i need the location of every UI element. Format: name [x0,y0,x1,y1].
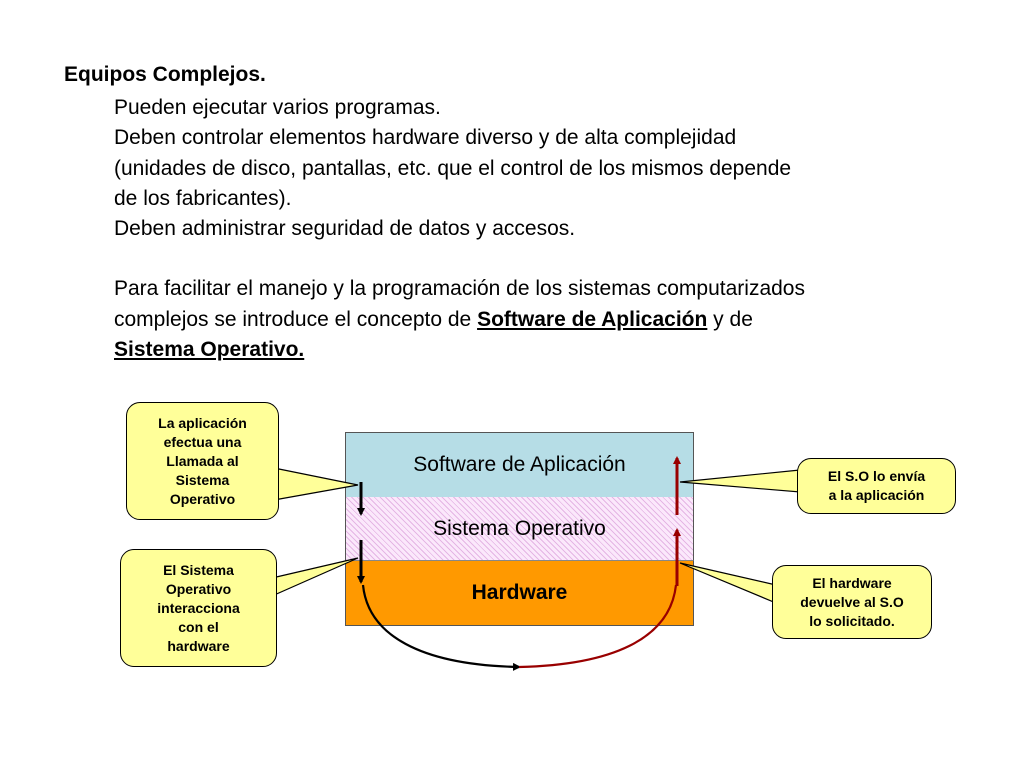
concept-prefix: complejos se introduce el concepto de [114,307,478,331]
paragraph-hardware-control-1: Deben controlar elementos hardware diver… [114,126,737,150]
callout-line: Llamada al [166,452,239,469]
term-software-de-aplicacion: Software de Aplicación [477,307,708,331]
layer-software-de-aplicacion: Software de Aplicación [345,432,694,498]
callout-tail-os-send [679,469,801,493]
callout-hardware-return-text: El hardware devuelve al S.O lo solicitado. [800,574,904,631]
callout-line: hardware [167,637,230,654]
paragraph-concept-2: complejos se introduce el concepto de So… [114,305,974,335]
callout-line: La aplicación [158,414,247,431]
paragraph-concept-3: Sistema Operativo. [114,335,974,365]
callout-line: El hardware [812,574,892,591]
callout-os-send-text: El S.O lo envía a la aplicación [828,467,925,505]
callout-line: El Sistema [163,561,234,578]
slide-heading: Equipos Complejos. [64,63,266,86]
concept-conjunction: y de [707,307,753,331]
callout-hardware-return: El hardware devuelve al S.O lo solicitado. [772,565,932,639]
layer-hardware: Hardware [345,561,694,626]
paragraph-concept-1: Para facilitar el manejo y la programaci… [114,277,805,301]
callout-line: a la aplicación [828,487,925,503]
loop-curve-to-hardware [361,584,521,671]
paragraph-hardware-control-2: (unidades de disco, pantallas, etc. que … [114,156,792,180]
layer-sistema-operativo: Sistema Operativo [345,497,694,561]
callout-line: Operativo [169,490,236,507]
callout-tail-os-hw [271,557,359,597]
callout-line: interacciona [157,599,240,616]
slide-body: Pueden ejecutar varios programas. Deben … [114,93,974,365]
callout-line: Operativo [165,580,232,597]
loop-curve-from-hardware [518,584,678,669]
paragraph-security: Deben administrar seguridad de datos y a… [114,217,576,241]
callout-line: efectua una [163,433,242,450]
callout-line: Sistema [175,471,230,488]
callout-tail-hw-return [679,562,777,604]
paragraph-multiple-programs: Pueden ejecutar varios programas. [114,96,441,119]
callout-os-send: El S.O lo envía a la aplicación [797,458,956,514]
callout-tail-app-call [273,467,359,501]
term-sistema-operativo: Sistema Operativo. [114,338,305,362]
callout-line: lo solicitado. [809,612,895,629]
callout-line: El S.O lo envía [827,468,926,484]
callout-line: con el [178,618,219,635]
callout-line: devuelve al S.O [800,593,904,610]
paragraph-hardware-control-3: de los fabricantes). [114,186,292,210]
